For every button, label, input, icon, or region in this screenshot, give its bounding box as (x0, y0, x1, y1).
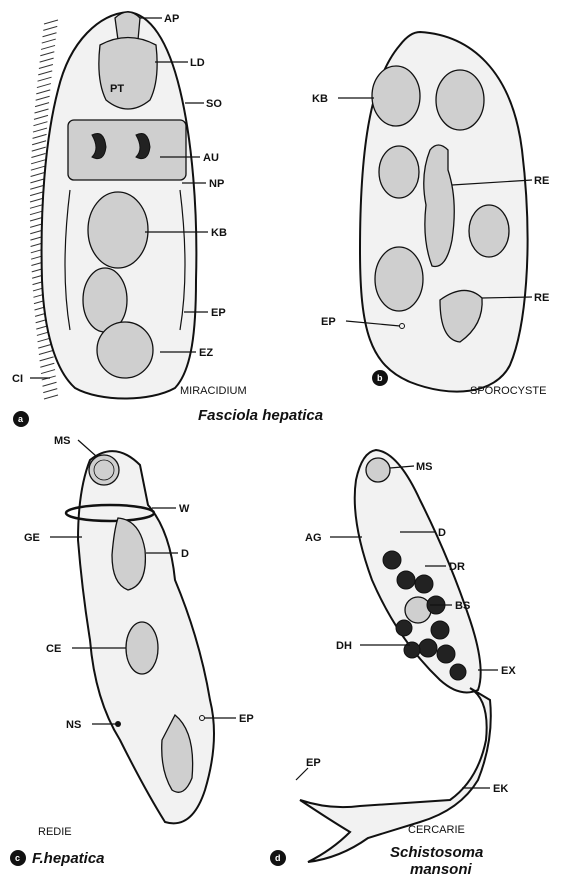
species-caption-top: Fasciola hepatica (198, 407, 323, 424)
apical-gland (99, 38, 157, 110)
label-ld: LD (190, 57, 205, 69)
label-ep-d: EP (306, 757, 321, 769)
label-ez: EZ (199, 347, 213, 359)
label-au: AU (203, 152, 219, 164)
species-redie: F.hepatica (32, 850, 105, 867)
label-ci: CI (12, 373, 23, 385)
label-d-c: D (181, 548, 189, 560)
apical-papilla (115, 12, 140, 40)
label-ge: GE (24, 532, 40, 544)
label-ms-c: MS (54, 435, 71, 447)
germ-ball-1 (88, 192, 148, 268)
label-ap: AP (164, 13, 179, 25)
label-ep-c: EP (239, 713, 254, 725)
label-dr: DR (449, 561, 465, 573)
miracidium-drawing: AP LD PT SO AU NP KB EP EZ CI MIRACIDIUM… (12, 12, 247, 427)
label-d-d: D (438, 527, 446, 539)
sporocyste-drawing: KB RE RE EP SPOROCYSTE b (312, 32, 549, 397)
svg-text:c: c (15, 853, 20, 863)
sporocyst-germ-ball-1 (372, 66, 420, 126)
svg-text:d: d (275, 853, 281, 863)
label-w: W (179, 503, 190, 515)
cercaria-embryo (126, 622, 158, 674)
label-bs: BS (455, 600, 470, 612)
germ-ball-3 (97, 322, 153, 378)
label-ex: EX (501, 665, 516, 677)
label-re-2: RE (534, 292, 549, 304)
label-pt: PT (110, 83, 124, 95)
sporocyst-germ-ball-4 (469, 205, 509, 257)
label-ce: CE (46, 643, 61, 655)
label-ms-d: MS (416, 461, 433, 473)
label-ek: EK (493, 783, 508, 795)
caption-cercarie: CERCARIE (408, 824, 465, 836)
label-kb-a: KB (211, 227, 227, 239)
pharynx (89, 455, 119, 485)
ventral-sucker (405, 597, 431, 623)
label-ag: AG (305, 532, 322, 544)
sporocyst-germ-ball-5 (375, 247, 423, 311)
svg-text:b: b (377, 373, 383, 383)
nerve-mass (68, 120, 186, 180)
caption-sporocyste: SPOROCYSTE (470, 385, 546, 397)
oral-sucker (366, 458, 390, 482)
species-cercarie-line2: mansoni (410, 861, 473, 878)
sporocyst-germ-ball-3 (379, 146, 419, 198)
label-dh: DH (336, 640, 352, 652)
caption-redie: REDIE (38, 826, 72, 838)
cercarie-drawing: MS AG D DR BS DH EX EP EK CERCARIE d Sch… (270, 450, 516, 878)
label-ep-a: EP (211, 307, 226, 319)
caption-miracidium: MIRACIDIUM (180, 385, 247, 397)
label-ns: NS (66, 719, 81, 731)
species-cercarie-line1: Schistosoma (390, 844, 483, 861)
redie-drawing: MS W GE D CE NS EP REDIE c F.hepatica (10, 435, 254, 867)
label-kb-b: KB (312, 93, 328, 105)
sporocyst-germ-ball-2 (436, 70, 484, 130)
label-so: SO (206, 98, 222, 110)
label-re-1: RE (534, 175, 549, 187)
label-np: NP (209, 178, 224, 190)
label-ep-b: EP (321, 316, 336, 328)
